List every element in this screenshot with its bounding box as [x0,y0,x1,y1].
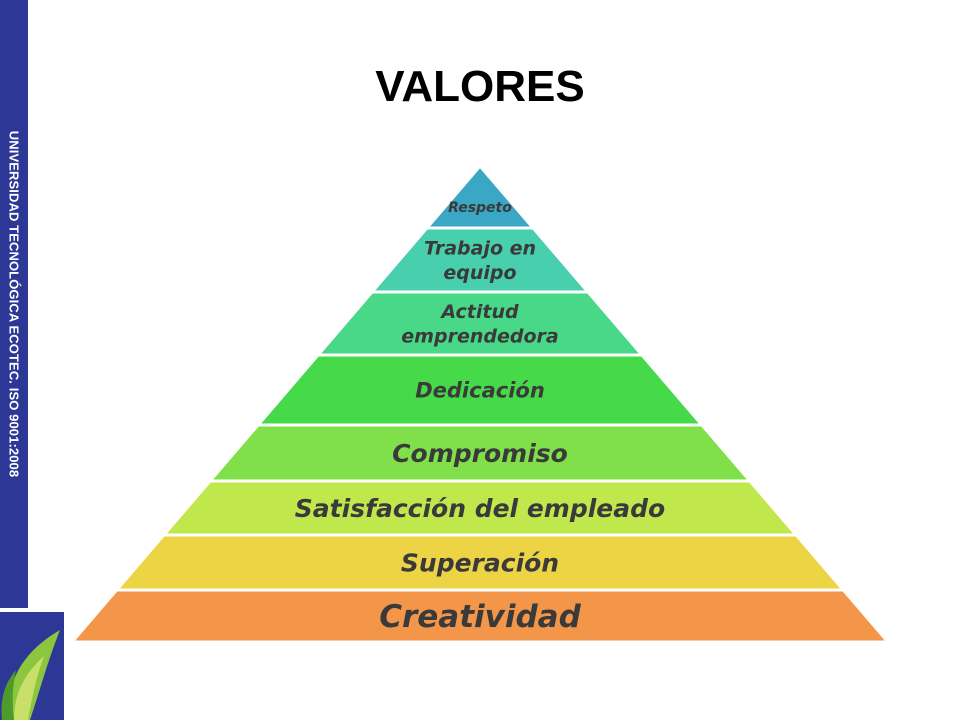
pyramid-tier-label: Superación [401,548,559,577]
pyramid-tier-label: Satisfacción del empleado [295,494,665,523]
pyramid-tier-label: Respeto [448,200,512,216]
pyramid-tier-label: emprendedora [401,326,558,348]
pyramid-tier: Trabajo en equipo [368,226,592,294]
pyramid-tier: Creatividad [68,588,892,644]
pyramid-tier-label: Trabajo en [424,237,536,259]
pyramid-tier-label: equipo [443,262,516,284]
university-sidebar: UNIVERSIDAD TECNOLÓGICA ECOTEC. ISO 9001… [0,0,28,608]
pyramid-tier: Superación [113,533,847,592]
pyramid-tier-shape [68,588,892,644]
ecotec-leaf-logo [0,612,64,720]
pyramid-tier: Satisfacción del empleado [160,479,800,537]
page-title: VALORES [375,62,585,111]
pyramid-tier-label: Creatividad [379,599,581,635]
pyramid-tier: Respeto [423,163,537,230]
pyramid-tier: Dedicación [254,353,706,427]
pyramid-tier-shape [423,163,537,230]
pyramid-tier: Compromiso [206,423,754,483]
pyramid-tier-label: Compromiso [392,439,568,468]
pyramid-tier: Actitud emprendedora [314,290,646,357]
pyramid-tier-label: Dedicación [415,378,545,402]
pyramid-tier-label: Actitud [439,301,519,323]
